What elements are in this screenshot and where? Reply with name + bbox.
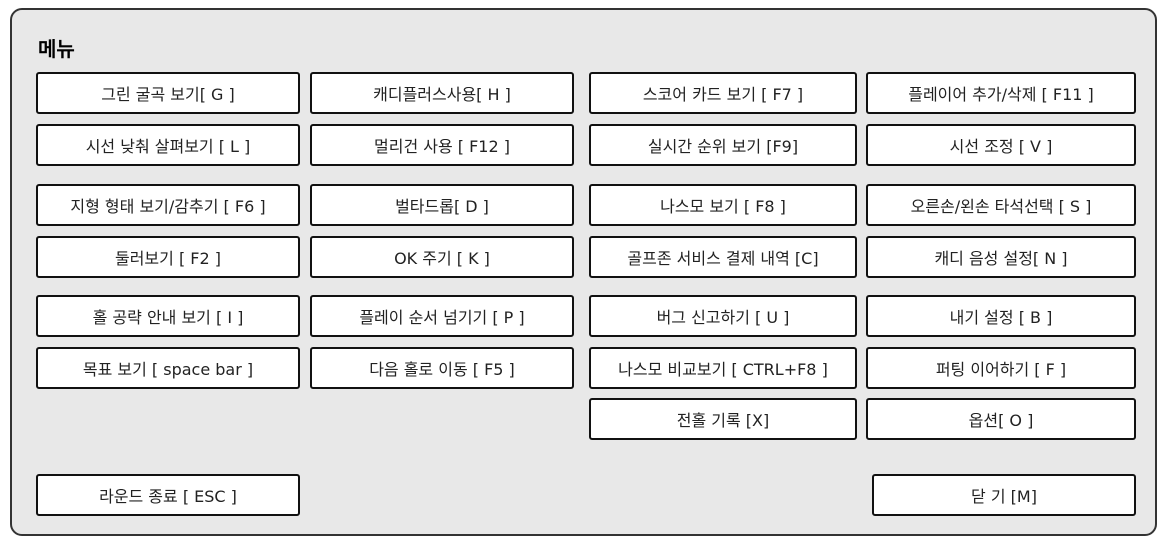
nasmo-view-button[interactable]: 나스모 보기 [ F8 ] <box>589 184 857 226</box>
terrain-toggle-button[interactable]: 지형 형태 보기/감추기 [ F6 ] <box>36 184 300 226</box>
give-ok-button[interactable]: OK 주기 [ K ] <box>310 236 574 278</box>
look-around-button[interactable]: 둘러보기 [ F2 ] <box>36 236 300 278</box>
hole-guide-button[interactable]: 홀 공략 안내 보기 [ I ] <box>36 295 300 337</box>
green-contour-button[interactable]: 그린 굴곡 보기[ G ] <box>36 72 300 114</box>
hole-records-button[interactable]: 전홀 기록 [X] <box>589 398 857 440</box>
penalty-drop-button[interactable]: 벌타드롭[ D ] <box>310 184 574 226</box>
payment-history-button[interactable]: 골프존 서비스 결제 내역 [C] <box>589 236 857 278</box>
end-round-button[interactable]: 라운드 종료 [ ESC ] <box>36 474 300 516</box>
view-adjust-button[interactable]: 시선 조정 [ V ] <box>866 124 1136 166</box>
scorecard-button[interactable]: 스코어 카드 보기 [ F7 ] <box>589 72 857 114</box>
skip-turn-button[interactable]: 플레이 순서 넘기기 [ P ] <box>310 295 574 337</box>
menu-title: 메뉴 <box>38 37 75 61</box>
live-ranking-button[interactable]: 실시간 순위 보기 [F9] <box>589 124 857 166</box>
player-add-remove-button[interactable]: 플레이어 추가/삭제 [ F11 ] <box>866 72 1136 114</box>
continue-putting-button[interactable]: 퍼팅 이어하기 [ F ] <box>866 347 1136 389</box>
caddie-plus-button[interactable]: 캐디플러스사용[ H ] <box>310 72 574 114</box>
options-button[interactable]: 옵션[ O ] <box>866 398 1136 440</box>
handedness-select-button[interactable]: 오른손/왼손 타석선택 [ S ] <box>866 184 1136 226</box>
lower-view-button[interactable]: 시선 낮춰 살펴보기 [ L ] <box>36 124 300 166</box>
close-button[interactable]: 닫 기 [M] <box>872 474 1136 516</box>
bug-report-button[interactable]: 버그 신고하기 [ U ] <box>589 295 857 337</box>
bet-settings-button[interactable]: 내기 설정 [ B ] <box>866 295 1136 337</box>
mulligan-button[interactable]: 멀리건 사용 [ F12 ] <box>310 124 574 166</box>
nasmo-compare-button[interactable]: 나스모 비교보기 [ CTRL+F8 ] <box>589 347 857 389</box>
caddie-voice-button[interactable]: 캐디 음성 설정[ N ] <box>866 236 1136 278</box>
target-view-button[interactable]: 목표 보기 [ space bar ] <box>36 347 300 389</box>
next-hole-button[interactable]: 다음 홀로 이동 [ F5 ] <box>310 347 574 389</box>
